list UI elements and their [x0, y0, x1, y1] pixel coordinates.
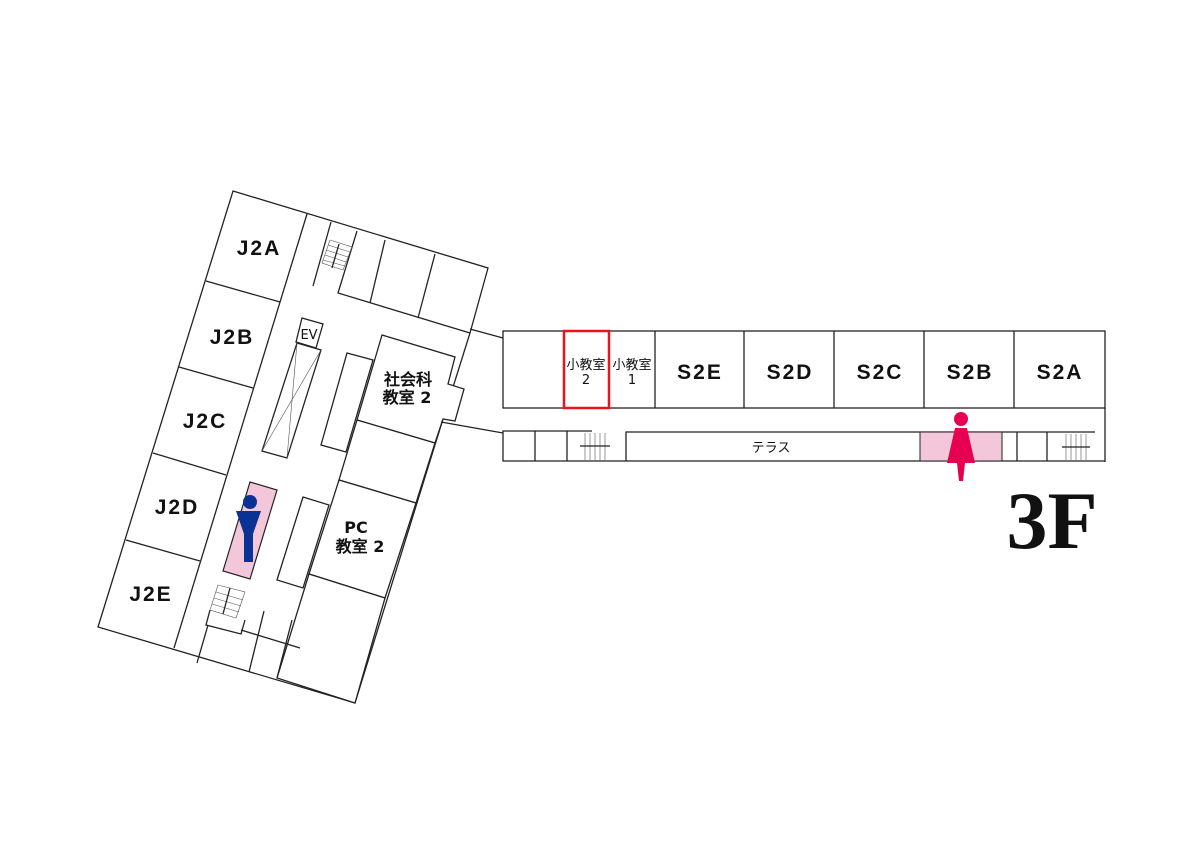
room-label-j2a: J2A	[237, 237, 282, 260]
stairs-east-1	[580, 433, 610, 460]
room-label-s2b: S2B	[947, 361, 994, 384]
east-wing: 小教室 2 小教室 1 S2E S2D S2C S2B S2A テラス	[502, 329, 1106, 481]
stairs-north	[321, 239, 353, 271]
stairs-east-2	[1062, 434, 1090, 460]
female-toilet-icon	[947, 412, 975, 481]
room-label-s2a: S2A	[1037, 361, 1084, 384]
void-shaft	[261, 342, 322, 459]
pc-room-label-2: 教室 2	[336, 537, 385, 556]
room-label-j2b: J2B	[210, 326, 255, 349]
room-label-s2e: S2E	[677, 361, 723, 384]
room-label-j2c: J2C	[183, 410, 228, 433]
small-room-2-highlight[interactable]	[562, 329, 611, 410]
small-room-1-label-1: 小教室	[612, 357, 651, 373]
social-room-label-1: 社会科	[383, 370, 432, 389]
terrace-label: テラス	[752, 441, 791, 456]
west-wing: EV	[97, 190, 489, 704]
male-toilet-icon	[236, 495, 261, 562]
female-toilet[interactable]	[919, 412, 1003, 481]
floor-label: 3F	[1006, 475, 1097, 566]
elevator-label: EV	[300, 328, 317, 343]
small-room-2-label-1: 小教室	[566, 357, 605, 373]
male-toilet[interactable]	[222, 481, 278, 580]
room-label-s2c: S2C	[857, 361, 904, 384]
room-label-s2d: S2D	[767, 361, 814, 384]
room-label-j2e: J2E	[129, 583, 172, 606]
room-label-j2d: J2D	[155, 496, 200, 519]
social-room-label-2: 教室 2	[383, 388, 432, 407]
pc-room-label-1: PC	[344, 518, 367, 537]
small-room-1-label-2: 1	[628, 373, 636, 388]
stairs-south	[205, 584, 246, 635]
small-room-2-label-2: 2	[582, 373, 590, 388]
